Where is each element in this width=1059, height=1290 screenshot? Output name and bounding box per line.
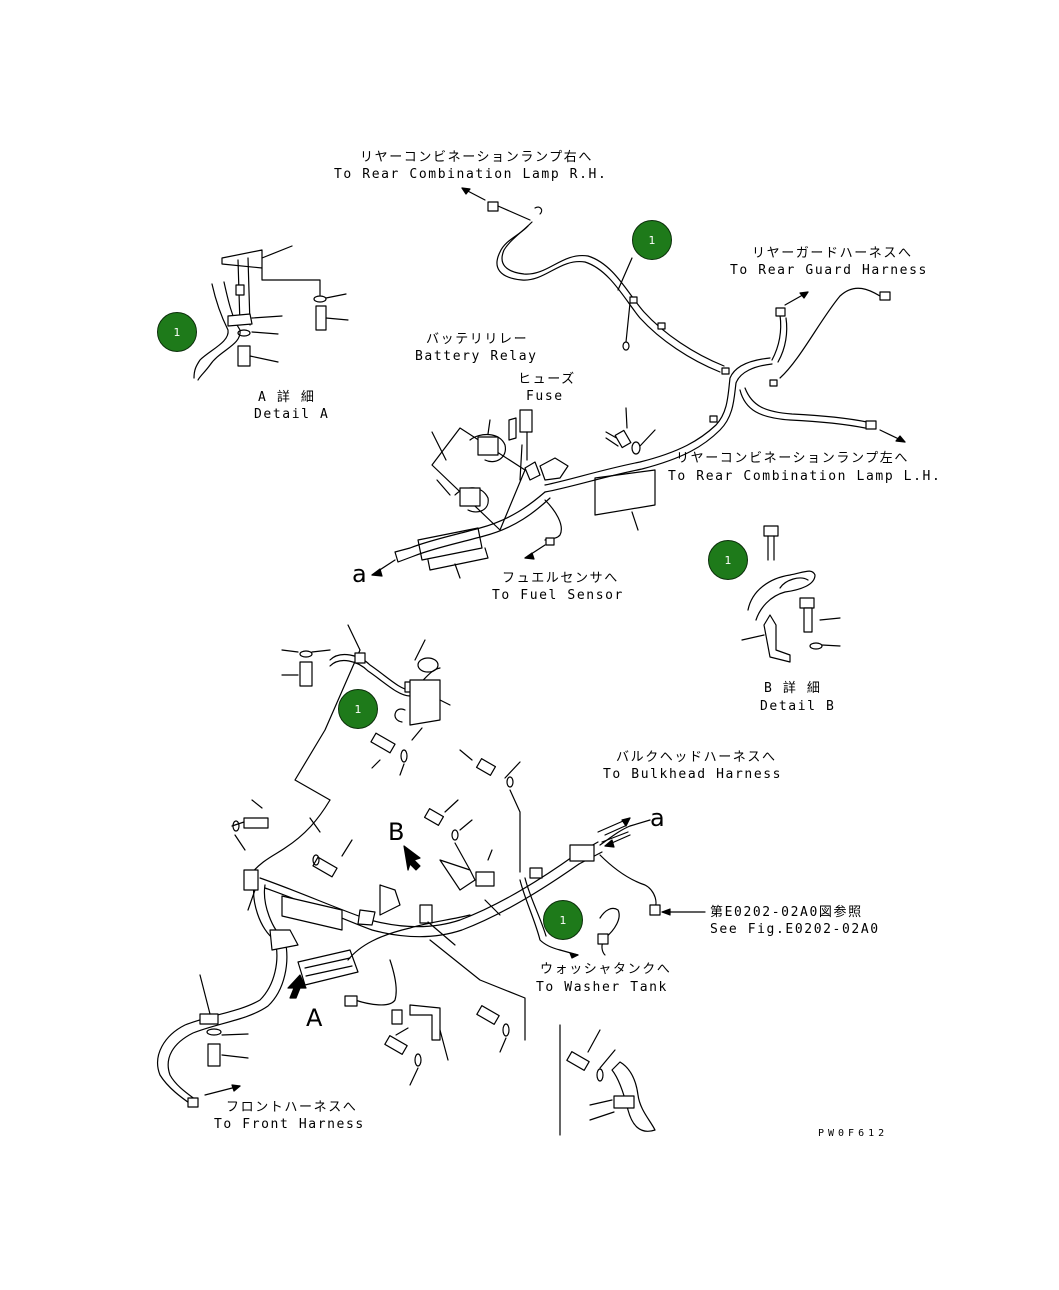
bulkhead-label-en: To Bulkhead Harness	[603, 767, 783, 782]
see-fig-label-en: See Fig.E0202-02A0	[710, 922, 880, 937]
view-letter-b: B	[388, 818, 405, 846]
detail-a-drawing	[193, 245, 349, 381]
battery-relay-label-jp: バッテリリレー	[426, 332, 529, 347]
detail-b-label-jp: B 詳 細	[764, 681, 822, 696]
rear-lh-label-en: To Rear Combination Lamp L.H.	[668, 469, 942, 484]
callout-1-upper-left-harness[interactable]: 1	[338, 689, 378, 729]
callout-1-rear-harness[interactable]: 1	[632, 220, 672, 260]
upper-harness	[371, 187, 906, 579]
detail-b-label-en: Detail B	[760, 699, 836, 714]
connection-letter-a-right: a	[650, 804, 665, 832]
callout-1-detail-b[interactable]: 1	[708, 540, 748, 580]
fuse-label-jp: ヒューズ	[518, 372, 576, 387]
view-letter-a: A	[306, 1004, 323, 1032]
callout-1-detail-a[interactable]: 1	[157, 312, 197, 352]
bulkhead-label-jp: バルクヘッドハーネスへ	[616, 750, 777, 765]
drawing-code: PW0F612	[818, 1128, 889, 1139]
front-harness-label-jp: フロントハーネスへ	[226, 1100, 358, 1115]
connection-letter-a-left: a	[352, 560, 367, 588]
detail-a-label-en: Detail A	[254, 407, 330, 422]
rear-lh-label-jp: リヤーコンビネーションランプ左へ	[676, 451, 909, 466]
rear-rh-label-jp: リヤーコンビネーションランプ右へ	[360, 150, 593, 165]
detail-b-drawing	[741, 525, 841, 663]
battery-relay-label-en: Battery Relay	[415, 349, 538, 364]
rear-guard-label-en: To Rear Guard Harness	[730, 263, 928, 278]
fuse-label-en: Fuse	[526, 389, 564, 404]
callout-1-lower-harness[interactable]: 1	[543, 900, 583, 940]
front-harness-label-en: To Front Harness	[214, 1117, 365, 1132]
washer-tank-label-jp: ウォッシャタンクへ	[540, 962, 672, 977]
see-fig-label-jp: 第E0202-02A0図参照	[710, 905, 863, 920]
fuel-sensor-label-en: To Fuel Sensor	[492, 588, 624, 603]
rear-rh-label-en: To Rear Combination Lamp R.H.	[334, 167, 608, 182]
washer-tank-label-en: To Washer Tank	[536, 980, 668, 995]
rear-guard-label-jp: リヤーガードハーネスへ	[752, 246, 913, 261]
detail-a-label-jp: A 詳 細	[258, 390, 316, 405]
view-arrows	[287, 845, 421, 999]
fuel-sensor-label-jp: フュエルセンサへ	[502, 571, 619, 586]
lower-harness	[157, 624, 661, 1136]
